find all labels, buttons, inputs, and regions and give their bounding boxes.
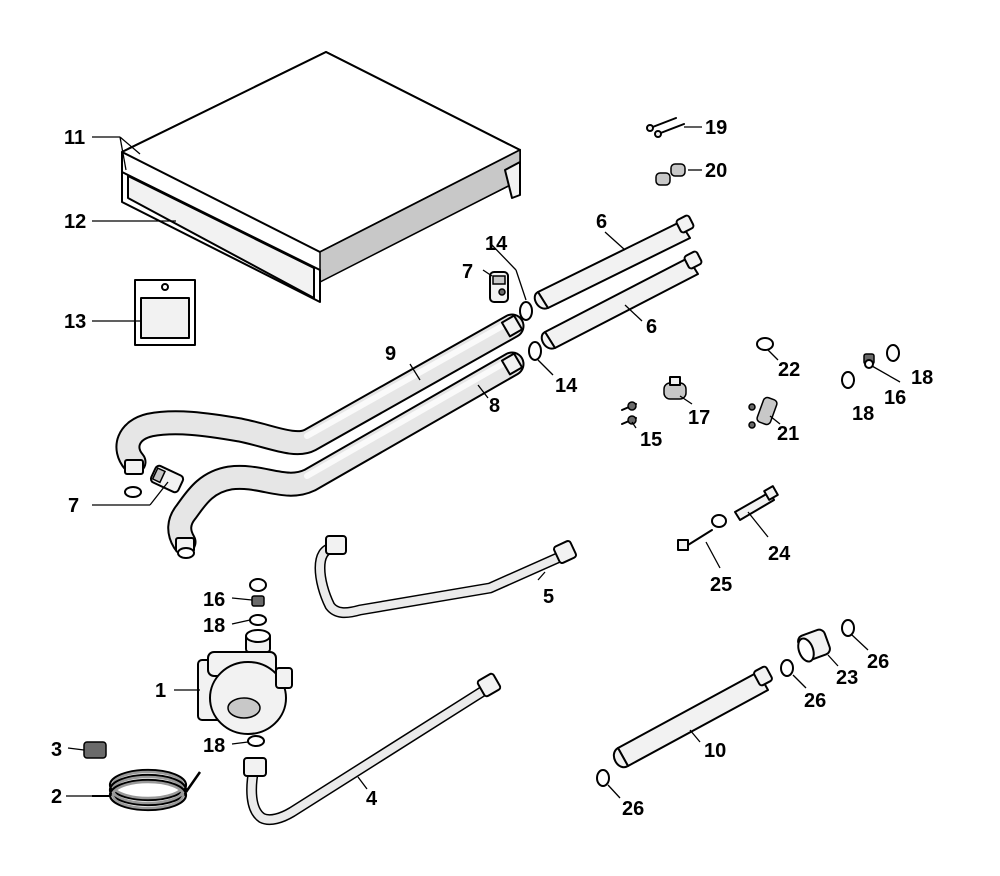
part-20-clips <box>655 163 686 186</box>
label-6-upper: 6 <box>596 211 607 233</box>
label-14-upper: 14 <box>485 233 508 255</box>
washer <box>711 514 727 528</box>
part-14-gasket-b <box>528 341 542 361</box>
label-18-pump-top: 18 <box>203 615 225 637</box>
part-6-pipe-upper <box>533 214 695 310</box>
label-10: 10 <box>704 740 726 762</box>
label-26-left: 26 <box>622 798 644 820</box>
label-17: 17 <box>688 407 710 429</box>
label-4: 4 <box>366 788 378 810</box>
label-7-lower: 7 <box>68 495 79 517</box>
part-26-gasket-b <box>780 659 794 677</box>
label-12: 12 <box>64 211 86 233</box>
part-13-document-pouch <box>134 279 196 346</box>
part-5-pipe <box>314 535 577 619</box>
label-23: 23 <box>836 667 858 689</box>
label-5: 5 <box>543 586 554 608</box>
part-6-pipe-lower <box>540 250 703 350</box>
part-16-nipple-pump <box>251 595 265 607</box>
label-25: 25 <box>710 574 732 596</box>
label-20: 20 <box>705 160 727 182</box>
part-18-gasket-mid <box>249 614 267 626</box>
part-23-coupling <box>797 628 831 663</box>
label-18-right-a: 18 <box>911 367 933 389</box>
label-9: 9 <box>385 343 396 365</box>
part-18-gasket-top <box>249 578 267 592</box>
label-8: 8 <box>489 395 500 417</box>
part-15-screws <box>621 401 637 425</box>
part-26-gasket-a <box>841 619 855 637</box>
part-21-bracket <box>748 396 778 429</box>
label-7-upper: 7 <box>462 261 473 283</box>
label-18-pump-bottom: 18 <box>203 735 225 757</box>
part-9-hose <box>115 313 525 475</box>
gasket-7-lower <box>124 486 142 498</box>
label-11: 11 <box>64 127 85 149</box>
label-2: 2 <box>51 786 62 808</box>
part-12-front-strip <box>121 171 321 303</box>
part-8-hose <box>167 351 525 555</box>
part-7-fitting-upper <box>489 271 509 303</box>
label-18-right-b: 18 <box>852 403 874 425</box>
label-1: 1 <box>155 680 166 702</box>
callout-labels: 11 12 13 14 6 6 7 9 8 14 19 20 22 18 16 … <box>51 117 933 820</box>
part-17-clamp <box>663 376 687 400</box>
label-16-pump: 16 <box>203 589 225 611</box>
part-1-pump <box>197 629 293 735</box>
part-4-pipe <box>243 672 502 826</box>
part-24-wall-anchor <box>734 485 779 521</box>
label-16-right: 16 <box>884 387 906 409</box>
part-14-gasket-a <box>519 301 533 321</box>
part-18-gasket-right-b <box>841 371 855 389</box>
label-22: 22 <box>778 359 800 381</box>
label-13: 13 <box>64 311 86 333</box>
part-25-bolt <box>677 529 713 551</box>
label-14-lower: 14 <box>555 375 578 397</box>
gasket-8-end <box>177 547 195 559</box>
part-18-gasket-right-a <box>886 344 900 362</box>
part-22-gasket <box>756 337 774 351</box>
part-26-gasket-c <box>596 769 610 787</box>
label-24: 24 <box>768 543 791 565</box>
part-3-connector <box>83 741 107 759</box>
part-10-pipe <box>612 665 773 769</box>
part-18-gasket-bottom <box>247 735 265 747</box>
part-16-nipple-right <box>863 353 875 369</box>
label-6-lower: 6 <box>646 316 657 338</box>
label-19: 19 <box>705 117 727 139</box>
label-26-right: 26 <box>867 651 889 673</box>
part-19-screws <box>646 117 685 138</box>
part-7-fitting-lower <box>149 464 185 494</box>
label-21: 21 <box>777 423 799 445</box>
part-11-cover <box>121 51 521 284</box>
leader-lines <box>66 126 901 799</box>
label-26-middle: 26 <box>804 690 826 712</box>
part-2-cable <box>92 768 202 812</box>
label-15: 15 <box>640 429 662 451</box>
label-3: 3 <box>51 739 62 761</box>
